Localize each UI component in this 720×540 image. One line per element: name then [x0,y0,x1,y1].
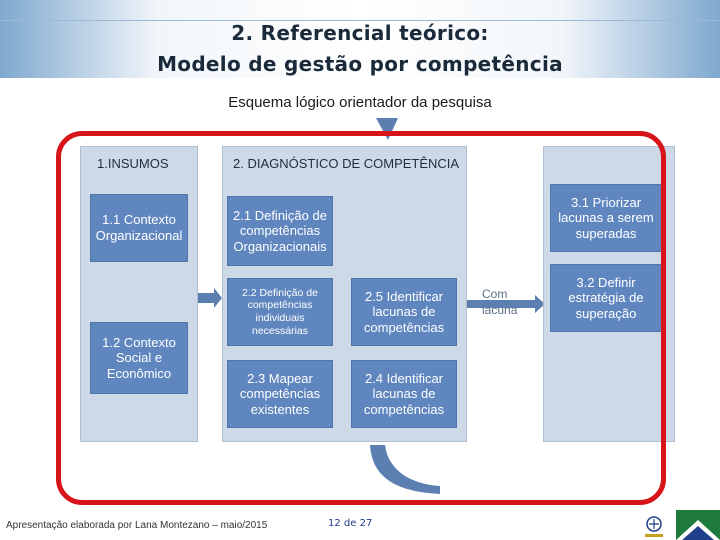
slide-title-line2: Modelo de gestão por competência [157,52,563,76]
diagnostico-to-acoes-arrow [465,295,545,313]
highlight-frame [56,131,666,505]
page-number: 12 de 27 [328,518,373,529]
slide-title-line1: 2. Referencial teórico: [231,21,489,45]
box-2-3-mapear-competencias: 2.3 Mapear competências existentes [227,360,333,428]
box-3-1-priorizar-lacunas: 3.1 Priorizar lacunas a serem superadas [550,184,662,252]
insumos-to-diagnostico-arrow [196,288,222,308]
institution-seal-logo [637,512,671,540]
box-2-2-competencias-individuais: 2.2 Definição de competências individuai… [227,278,333,346]
box-1-2-contexto-social: 1.2 Contexto Social e Econômico [90,322,188,394]
box-2-1-competencias-organizacionais: 2.1 Definição de competências Organizaci… [227,196,333,266]
footer-credit: Apresentação elaborada por Lana Montezan… [6,520,268,531]
university-logo [676,510,720,540]
box-1-1-contexto-organizacional: 1.1 Contexto Organizacional [90,194,188,262]
panel-insumos-title: 1.INSUMOS [97,156,169,171]
connector-label: Com lacuna [482,287,518,317]
box-2-4-identificar-lacunas: 2.4 Identificar lacunas de competências [351,360,457,428]
bottom-return-arrow [370,445,440,494]
diagram-subtitle: Esquema lógico orientador da pesquisa [228,94,492,111]
box-3-2-definir-estrategia: 3.2 Definir estratégia de superação [550,264,662,332]
top-return-arrow [376,118,398,140]
panel-diagnostico-title: 2. DIAGNÓSTICO DE COMPETÊNCIA [233,156,460,171]
box-2-5-identificar-lacunas: 2.5 Identificar lacunas de competências [351,278,457,346]
header-band [0,0,720,78]
header-divider [0,20,720,21]
